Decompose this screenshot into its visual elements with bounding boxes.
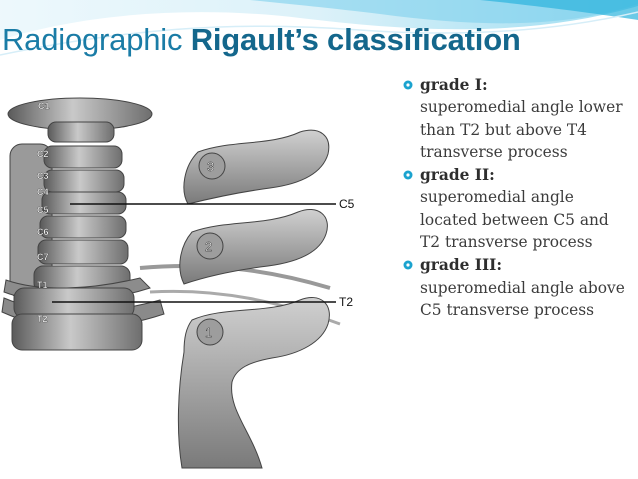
- bullet-marker-icon: [403, 260, 413, 270]
- bullet-marker-icon: [403, 80, 413, 90]
- vertebra-label-c5: C5: [37, 205, 49, 215]
- bullet-text: superomedial angle above C5 transverse p…: [420, 278, 625, 319]
- vertebra-label-c6: C6: [37, 227, 49, 237]
- vertebra-label-c1: C1: [38, 101, 50, 111]
- scapula-grade-3: 3: [183, 129, 330, 205]
- bullet-heading: grade III:: [420, 256, 503, 275]
- vertebra-label-t2: T2: [37, 314, 48, 324]
- spine-scapula-illustration: C1 C2 C3 C4 C5 C6 C7 T1 T2 3 2 1 C5: [1, 97, 355, 469]
- scapula-grade-1: 1: [177, 297, 330, 469]
- bullet-heading: grade II:: [420, 166, 495, 185]
- scapula-grade-2: 2: [179, 209, 328, 285]
- vertebra-label-t1: T1: [37, 280, 48, 290]
- vertebra-labels: C1 C2 C3 C4 C5 C6 C7 T1 T2: [37, 101, 50, 324]
- c5-line-label: C5: [339, 197, 355, 211]
- title-bold: Rigault’s classification: [190, 22, 521, 57]
- bullet-marker-icon: [403, 170, 413, 180]
- scapula-grade-1-number: 1: [205, 325, 212, 340]
- grade-bullet-list: grade I: superomedial angle lower than T…: [403, 74, 633, 322]
- scapula-grade-2-number: 2: [205, 239, 212, 254]
- scapula-grade-3-number: 3: [207, 159, 214, 174]
- bullet-grade-1: grade I: superomedial angle lower than T…: [403, 74, 633, 163]
- title-regular: Radiographic: [2, 22, 191, 57]
- cervical-spine: [1, 97, 341, 351]
- bullet-text: superomedial angle located between C5 an…: [420, 188, 609, 252]
- slide-title: Radiographic Rigault’s classification: [2, 22, 521, 58]
- t2-line-label: T2: [339, 295, 353, 309]
- vertebra-label-c4: C4: [37, 187, 49, 197]
- vertebra-label-c7: C7: [37, 252, 49, 262]
- bullet-grade-2: grade II: superomedial angle located bet…: [403, 164, 633, 253]
- vertebra-label-c3: C3: [37, 171, 49, 181]
- header-wave-decoration: [0, 0, 638, 56]
- bullet-grade-3: grade III: superomedial angle above C5 t…: [403, 254, 633, 321]
- bullet-heading: grade I:: [420, 76, 488, 94]
- vertebra-label-c2: C2: [37, 149, 49, 159]
- bullet-text: superomedial angle lower than T2 but abo…: [420, 98, 623, 161]
